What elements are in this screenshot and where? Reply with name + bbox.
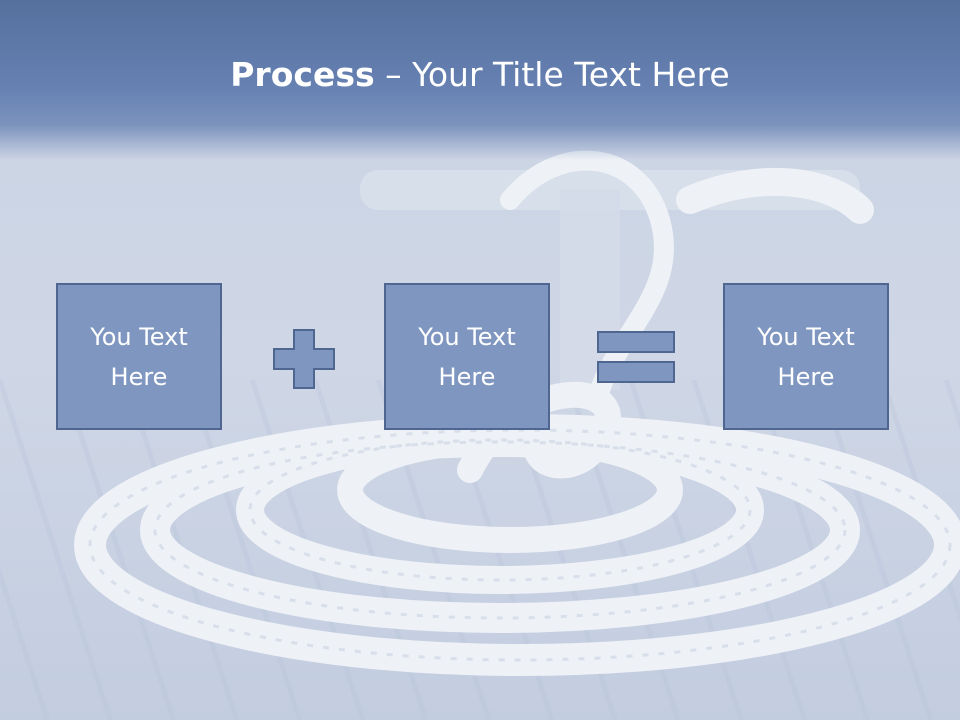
process-box-1-text: You Text Here [90,322,188,391]
title-bold-text: Process [230,55,375,94]
plus-icon [273,329,335,389]
process-box-3[interactable]: You Text Here [723,283,889,430]
title-text: – Your Title Text Here [374,55,730,94]
title-band [0,0,960,160]
process-box-2-text: You Text Here [418,322,516,391]
equals-icon [597,331,675,383]
process-box-2[interactable]: You Text Here [384,283,550,430]
slide-title: Process – Your Title Text Here [0,54,960,96]
process-box-3-text: You Text Here [757,322,855,391]
process-box-1[interactable]: You Text Here [56,283,222,430]
